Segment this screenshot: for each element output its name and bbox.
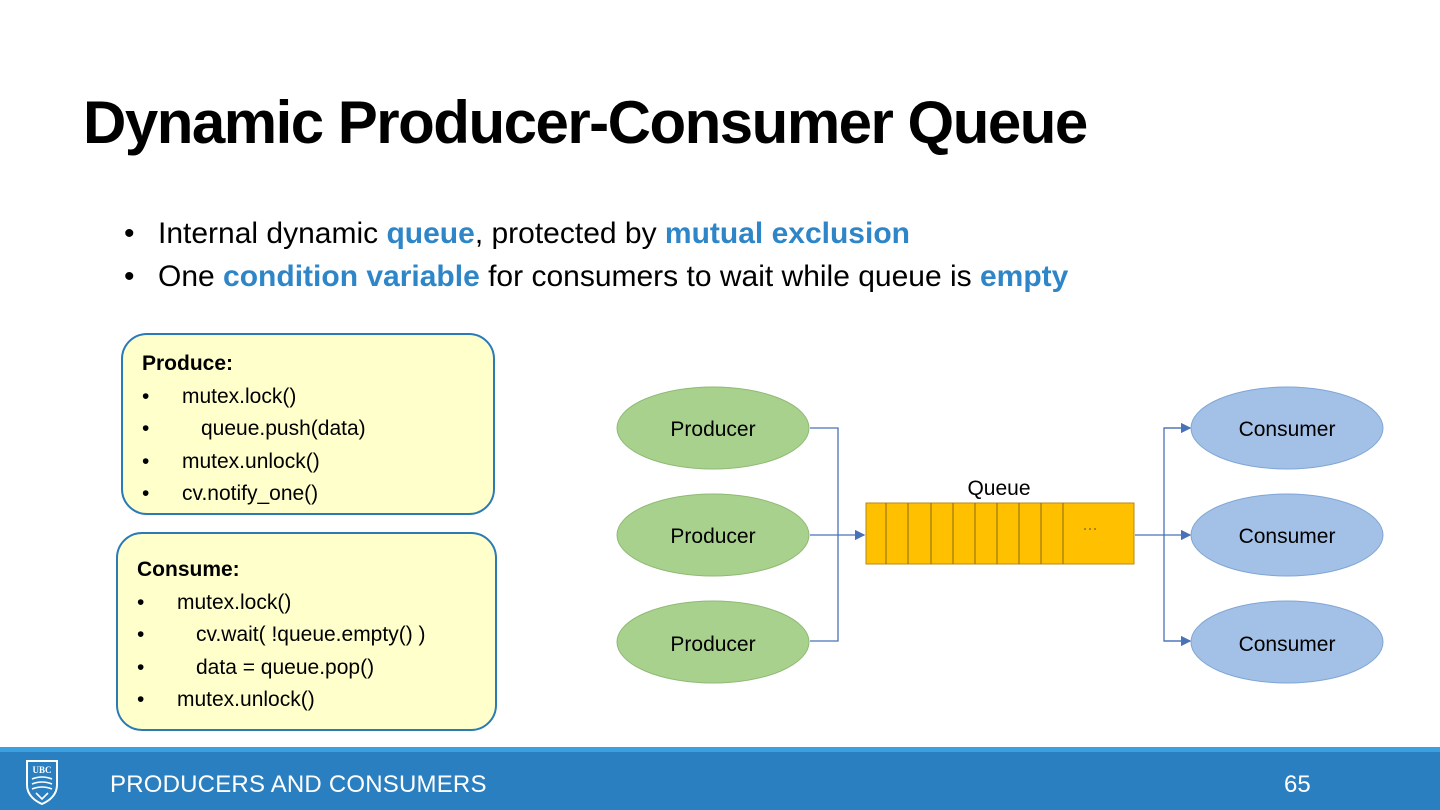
producer-connectors <box>810 427 866 642</box>
bullet-dot: • <box>124 260 135 293</box>
slide-title: Dynamic Producer-Consumer Queue <box>83 89 1088 156</box>
consume-heading: Consume: <box>137 558 240 581</box>
bullet-text: Internal dynamic queue, protected by mut… <box>158 217 910 250</box>
code-line: •cv.notify_one() <box>142 482 319 505</box>
bullet-item: • One condition variable for consumers t… <box>124 255 1068 298</box>
producer-node: Producer <box>616 493 810 577</box>
highlight-mutual-exclusion: mutual exclusion <box>664 217 910 250</box>
logo-text: UBC <box>32 765 51 775</box>
code-line: •mutex.lock() <box>137 590 292 614</box>
consumer-label: Consumer <box>1239 525 1336 548</box>
footer-section-title: PRODUCERS AND CONSUMERS <box>110 771 487 798</box>
highlight-condition-variable: condition variable <box>223 260 480 293</box>
consumer-node: Consumer <box>1190 600 1384 684</box>
bullet-text: One condition variable for consumers to … <box>158 260 1069 293</box>
consumer-label: Consumer <box>1239 633 1336 656</box>
highlight-empty: empty <box>980 260 1069 293</box>
consumer-node: Consumer <box>1190 493 1384 577</box>
consume-code-box: Consume: •mutex.lock() •cv.wait( !queue.… <box>116 532 497 731</box>
code-line: •data = queue.pop() <box>137 655 375 679</box>
code-line: •mutex.unlock() <box>142 449 320 473</box>
queue-label: Queue <box>967 477 1030 500</box>
producer-label: Producer <box>670 525 755 548</box>
consumer-label: Consumer <box>1239 418 1336 441</box>
producer-consumer-diagram: Producer Producer Producer Queue ... Con… <box>616 386 1384 684</box>
code-line: •queue.push(data) <box>142 417 366 440</box>
code-line: •cv.wait( !queue.empty() ) <box>137 623 426 646</box>
consumer-connectors <box>1135 422 1192 647</box>
ubc-logo-icon: UBC <box>26 760 58 805</box>
producer-label: Producer <box>670 418 755 441</box>
code-line: •mutex.unlock() <box>137 688 315 711</box>
producer-node: Producer <box>616 600 810 684</box>
producer-label: Producer <box>670 633 755 656</box>
footer-bar <box>0 747 1440 810</box>
bullet-list: • Internal dynamic queue, protected by m… <box>124 212 1068 298</box>
highlight-queue: queue <box>386 217 475 250</box>
code-line: •mutex.lock() <box>142 384 297 408</box>
bullet-item: • Internal dynamic queue, protected by m… <box>124 212 1068 255</box>
produce-code-box: Produce: •mutex.lock() •queue.push(data)… <box>121 333 495 515</box>
produce-heading: Produce: <box>142 352 234 375</box>
bullet-dot: • <box>124 217 135 250</box>
consumer-node: Consumer <box>1190 386 1384 470</box>
page-number: 65 <box>1284 771 1311 798</box>
queue-buffer: ... <box>865 502 1135 565</box>
queue-ellipsis: ... <box>1082 514 1097 534</box>
producer-node: Producer <box>616 386 810 470</box>
